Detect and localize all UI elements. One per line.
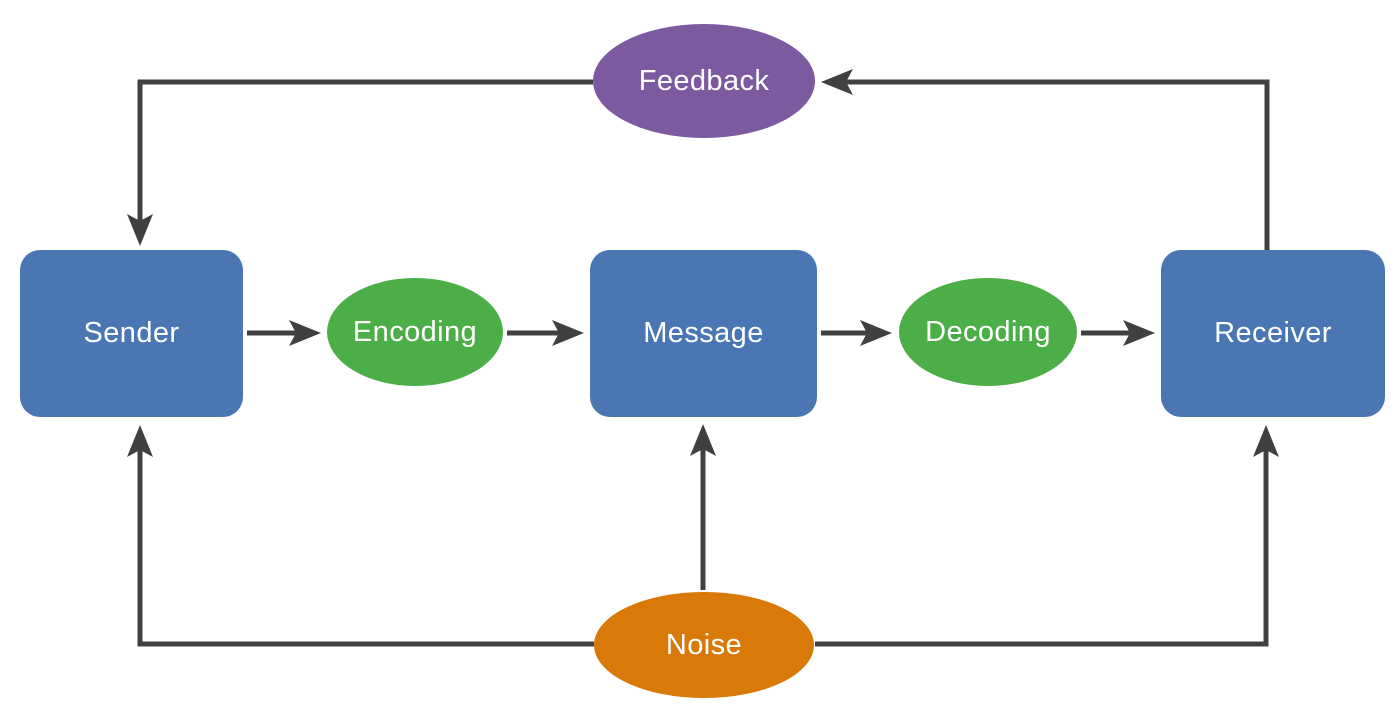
node-receiver-label: Receiver [1214,317,1332,349]
node-noise-label: Noise [665,628,743,661]
node-encoding: Encoding [327,278,503,386]
node-feedback-label: Feedback [638,64,770,97]
node-encoding-label: Encoding [352,315,478,348]
node-feedback: Feedback [593,24,815,138]
edge-receiver-feedback [821,69,1270,250]
edge-noise-receiver [815,425,1279,647]
node-noise: Noise [594,592,814,698]
edge-feedback-sender [127,79,593,246]
node-decoding-label: Decoding [925,315,1051,348]
node-message-label: Message [643,317,764,349]
node-message: Message [590,250,817,417]
edge-noise-sender [127,425,594,647]
node-receiver: Receiver [1161,250,1385,417]
node-sender-label: Sender [83,317,180,349]
node-sender: Sender [20,250,243,417]
node-decoding: Decoding [899,278,1077,386]
